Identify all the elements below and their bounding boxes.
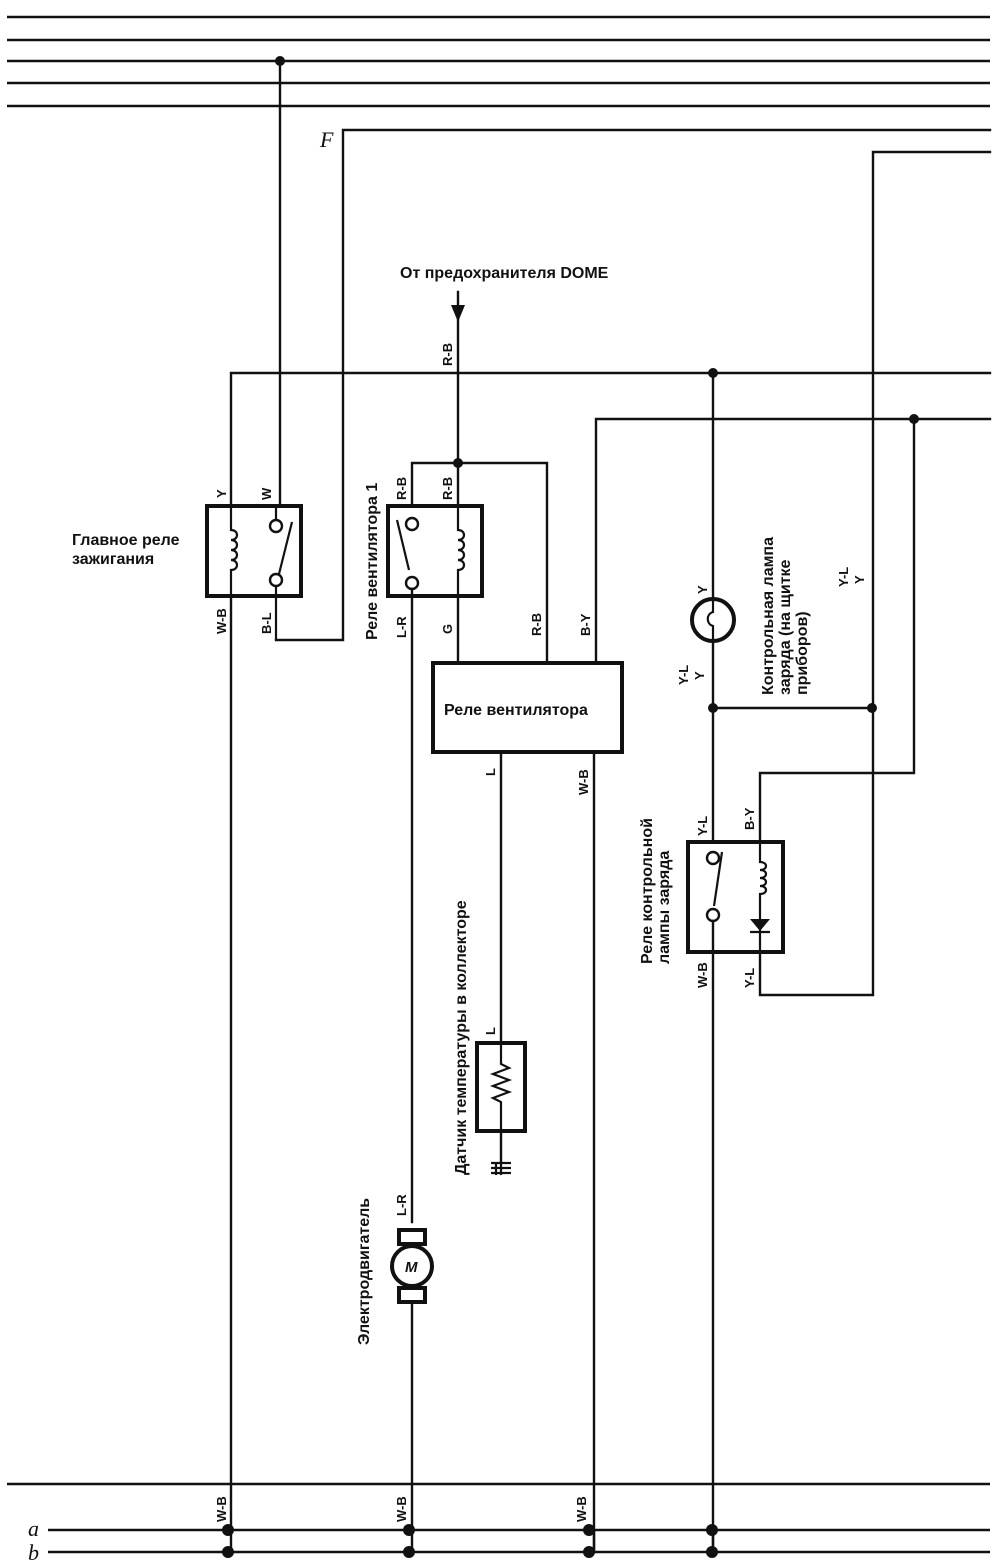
wire-code: B-Y — [742, 807, 757, 830]
charge-warning-lamp: Y Y-L Y Контрольная лампа заряда (на щит… — [676, 371, 877, 844]
wire-f — [274, 128, 992, 642]
switch-contact-icon — [705, 907, 721, 923]
resistor-icon — [489, 1043, 513, 1131]
wire-code: Y — [214, 489, 229, 498]
motor-icon — [390, 1244, 434, 1288]
wire-code: L — [483, 768, 498, 776]
charge-lamp-label: Контрольная лампа — [760, 537, 777, 695]
switch-contact-icon — [404, 516, 420, 532]
main-relay-box — [205, 504, 303, 598]
wire-code: R-B — [440, 343, 455, 366]
wire-code: R-B — [394, 477, 409, 500]
switch-blade-icon — [395, 519, 411, 571]
wire-right-loop — [758, 150, 992, 997]
wire-rb-top — [410, 461, 549, 665]
coil-icon — [229, 506, 239, 596]
fan-motor: M L-R Электродвигатель — [356, 1194, 434, 1554]
charge-lamp-relay: Y-L B-Y W-B Y-L Реле контрольной лампы з… — [639, 807, 785, 1554]
ground-icon — [491, 1161, 511, 1175]
wire-code: Y — [852, 575, 867, 584]
filament-icon — [706, 600, 715, 641]
motor-brush-bottom — [397, 1286, 427, 1304]
wire-code: B-L — [259, 612, 274, 634]
charge-lamp-label: приборов) — [794, 611, 811, 695]
switch-contact-icon — [268, 518, 284, 534]
motor-symbol: M — [405, 1259, 418, 1276]
wire-code: W-B — [214, 608, 229, 634]
fan-relay-label: Реле вентилятора — [444, 702, 588, 719]
main-ignition-relay: Главное реле зажигания Y W W-B B-L — [72, 59, 303, 1532]
wire-373 — [229, 371, 992, 508]
wire-code: W-B — [214, 1496, 229, 1522]
charge-relay-label: лампы заряда — [656, 851, 673, 964]
coil-icon — [456, 506, 466, 596]
arrow-down-icon — [451, 305, 465, 322]
fan-relay-box — [431, 661, 624, 754]
junction-dot — [706, 1524, 718, 1536]
wire-code: W-B — [574, 1496, 589, 1522]
temperature-sensor: L Датчик температуры в коллекторе — [453, 900, 527, 1175]
wire-code: L — [483, 1027, 498, 1035]
switch-blade-icon — [277, 521, 294, 575]
wire-code: B-Y — [578, 613, 593, 636]
wire-code: R-B — [440, 477, 455, 500]
wire-code: W-B — [394, 1496, 409, 1522]
motor-brush-top — [397, 1228, 427, 1246]
wire-code: L-R — [394, 1194, 409, 1216]
connector-f-label: F — [319, 127, 334, 152]
fan-relay: Реле вентилятора R-B B-Y L W-B — [431, 613, 624, 1554]
wire-code: Y — [692, 671, 707, 680]
bus-b-label: b — [28, 1540, 39, 1565]
charge-relay-label: Реле контрольной — [639, 818, 656, 964]
wire-code: W — [259, 487, 274, 500]
main-relay-label: Главное реле — [72, 532, 180, 549]
wire-code: Y-L — [742, 968, 757, 988]
junction-dot — [867, 703, 877, 713]
bottom-bus-lines: a b W-B W-B W-B — [7, 1482, 990, 1565]
wire-code: Y — [695, 585, 710, 594]
fan-relay-1-box — [386, 504, 484, 598]
dome-source-label: От предохранителя DOME — [400, 265, 609, 282]
junction-dot — [222, 1546, 234, 1558]
switch-blade-icon — [712, 851, 724, 907]
switch-contact-icon — [268, 572, 284, 588]
wire-code: G — [440, 624, 455, 634]
fan-relay-1-label: Реле вентилятора 1 — [364, 483, 381, 640]
main-relay-label: зажигания — [72, 551, 154, 568]
top-bus-lines — [7, 15, 990, 108]
junction-dot — [583, 1546, 595, 1558]
bus-a-label: a — [28, 1516, 39, 1541]
wire-code: L-R — [394, 616, 409, 638]
wire-code: Y-L — [676, 665, 691, 685]
wire-code: Y-L — [695, 816, 710, 836]
fan-relay-1: Реле вентилятора 1 R-B R-B L-R G — [364, 458, 549, 1224]
wire-code: R-B — [529, 613, 544, 636]
motor-label: Электродвигатель — [356, 1198, 373, 1345]
charge-lamp-label: заряда (на щитке — [777, 559, 794, 695]
wire-by — [594, 417, 992, 665]
coil-icon — [758, 842, 768, 952]
temp-sensor-label: Датчик температуры в коллекторе — [453, 900, 470, 1175]
junction-dot — [403, 1524, 415, 1536]
wire-code: W-B — [576, 769, 591, 795]
charge-relay-box — [686, 840, 785, 954]
wire-code: W-B — [695, 962, 710, 988]
junction-dot — [403, 1546, 415, 1558]
switch-contact-icon — [705, 850, 721, 866]
wire-charge-coil-feed — [758, 417, 916, 844]
wire-code: Y-L — [836, 567, 851, 587]
junction-dot — [583, 1524, 595, 1536]
diode-icon — [750, 919, 770, 931]
junction-dot — [706, 1546, 718, 1558]
switch-contact-icon — [404, 575, 420, 591]
junction-dot — [222, 1524, 234, 1536]
